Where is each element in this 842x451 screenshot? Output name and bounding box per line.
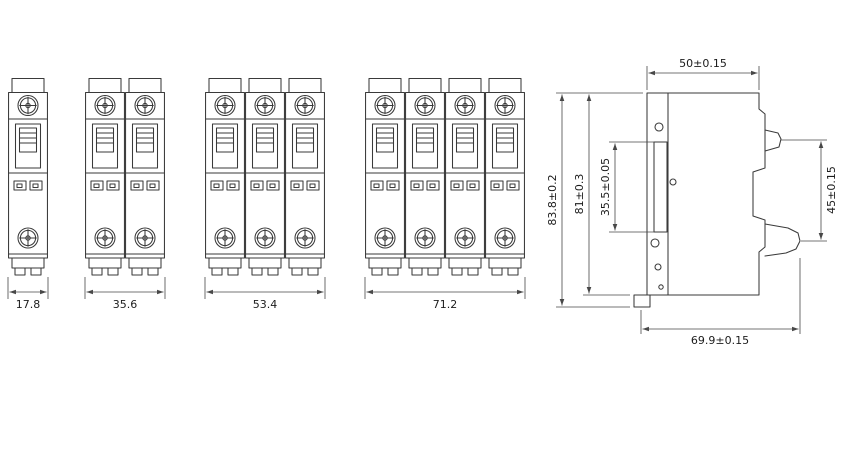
rivet-detail <box>658 284 664 290</box>
dim-body-height: 81±0.3 <box>573 94 630 296</box>
rivet-detail <box>654 263 662 271</box>
pole-module-instance <box>445 77 485 276</box>
pole-module-instance <box>85 77 125 276</box>
pole-module-instance <box>405 77 445 276</box>
pole-module-instance <box>485 77 525 276</box>
width-dimension-2pole: 35.6 <box>84 277 166 311</box>
pole-module-instance <box>125 77 165 276</box>
side-view: 50±0.15 83.8±0.2 81±0.3 35.5±0.05 4 <box>546 57 838 347</box>
breaker-body-4pole <box>365 77 525 276</box>
bottom-tab <box>633 294 651 308</box>
dim-label-top-width: 50±0.15 <box>679 57 727 70</box>
front-view-4pole: 71.2 <box>364 77 526 311</box>
side-profile <box>633 92 801 308</box>
dim-slot-height: 35.5±0.05 <box>599 141 654 233</box>
pole-module-instance <box>365 77 405 276</box>
pole-module-instance <box>8 77 48 276</box>
dim-overall-height: 83.8±0.2 <box>546 92 643 308</box>
breaker-body-1pole <box>8 77 48 276</box>
pole-module-instance <box>285 77 325 276</box>
pole-module-instance <box>205 77 245 276</box>
breaker-body-2pole <box>85 77 165 276</box>
dim-clip-height: 45±0.15 <box>781 139 838 242</box>
pole-module-instance <box>245 77 285 276</box>
side-body-outline <box>646 92 766 296</box>
dim-top-width: 50±0.15 <box>646 57 760 90</box>
front-view-2pole: 35.6 <box>84 77 166 311</box>
rivet-detail <box>650 238 660 248</box>
width-dimension-label-2pole: 35.6 <box>113 298 138 311</box>
dim-overall-depth: 69.9±0.15 <box>640 258 801 347</box>
dim-label-slot-height: 35.5±0.05 <box>599 158 612 216</box>
lower-rail-clip <box>764 223 801 257</box>
handle-slot <box>653 141 668 233</box>
dim-label-overall-depth: 69.9±0.15 <box>691 334 749 347</box>
width-dimension-label-3pole: 53.4 <box>253 298 278 311</box>
dim-label-overall-height: 83.8±0.2 <box>546 174 559 225</box>
breaker-body-3pole <box>205 77 325 276</box>
width-dimension-label-4pole: 71.2 <box>433 298 458 311</box>
front-view-1pole: 17.8 <box>7 77 49 311</box>
rivet-detail <box>669 178 677 186</box>
upper-rail-claw <box>764 129 782 152</box>
width-dimension-4pole: 71.2 <box>364 277 526 311</box>
front-view-3pole: 53.4 <box>204 77 326 311</box>
dim-label-body-height: 81±0.3 <box>573 174 586 215</box>
width-dimension-label-1pole: 17.8 <box>16 298 41 311</box>
width-dimension-1pole: 17.8 <box>7 277 49 311</box>
dim-label-clip-height: 45±0.15 <box>825 166 838 214</box>
width-dimension-3pole: 53.4 <box>204 277 326 311</box>
rivet-detail <box>654 122 664 132</box>
